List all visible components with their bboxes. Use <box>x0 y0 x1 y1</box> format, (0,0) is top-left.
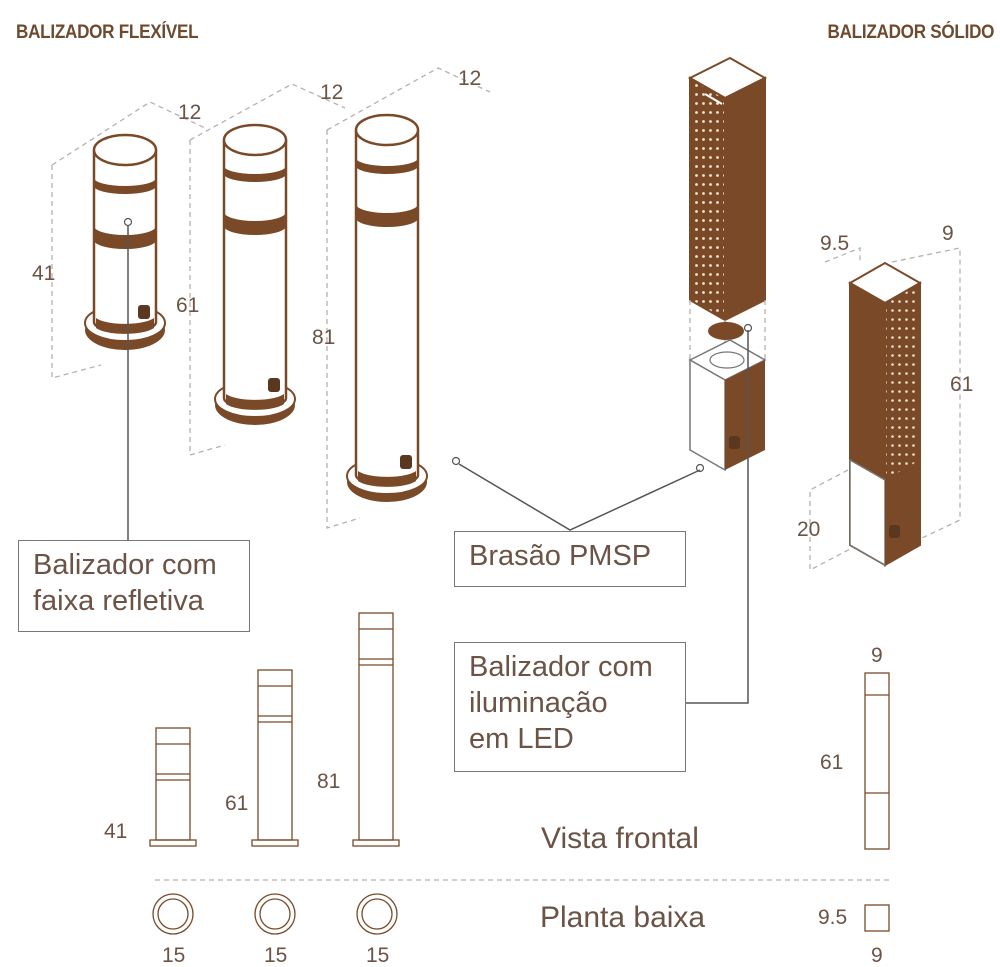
crest-icon <box>138 305 150 319</box>
solid-width-label: 9 <box>942 222 954 245</box>
callout-led: Balizador com iluminação em LED <box>454 642 686 772</box>
front-large-height: 81 <box>317 770 340 793</box>
plan-solid-width: 9 <box>871 944 883 967</box>
leader-lines <box>127 226 749 704</box>
crest-icon <box>268 378 280 392</box>
callout-led-line3: em LED <box>469 723 574 755</box>
flex-bollard-large: 12 81 <box>312 67 491 529</box>
plan-medium-diameter: 15 <box>264 944 287 967</box>
solid-bollard-exploded <box>687 56 768 473</box>
plan-small-diameter: 15 <box>162 944 185 967</box>
front-small-height: 41 <box>104 820 127 843</box>
solid-depth-label: 9.5 <box>820 232 849 255</box>
callout-reflective-line2: faixa refletiva <box>33 585 204 617</box>
callout-led-line2: iluminação <box>469 687 608 719</box>
crest-icon <box>889 525 900 538</box>
front-solid-height: 61 <box>820 751 843 774</box>
plan-view-label: Planta baixa <box>540 901 706 934</box>
flex-small-width-label: 12 <box>178 101 201 124</box>
flex-bollard-small: 12 41 <box>32 101 206 379</box>
callout-reflective-line1: Balizador com <box>33 549 217 581</box>
flex-large-height-label: 81 <box>312 326 335 349</box>
flex-bollard-medium: 12 61 <box>176 81 346 456</box>
flex-medium-width-label: 12 <box>320 81 343 104</box>
callout-crest: Brasão PMSP <box>454 531 686 587</box>
front-view-label: Vista frontal <box>541 822 699 855</box>
flexible-bollard-title: BALIZADOR FLEXÍVEL <box>16 22 199 43</box>
solid-bollard-assembled: 9.5 9 61 20 <box>797 222 973 572</box>
flex-large-width-label: 12 <box>458 67 481 90</box>
front-solid-width: 9 <box>871 644 883 667</box>
crest-icon <box>729 436 740 449</box>
flex-medium-height-label: 61 <box>176 294 199 317</box>
callout-crest-text: Brasão PMSP <box>469 540 652 572</box>
solid-bollard-title: BALIZADOR SÓLIDO <box>827 22 994 43</box>
callout-reflective-band: Balizador com faixa refletiva <box>18 540 250 632</box>
front-medium-height: 61 <box>225 792 248 815</box>
plan-large-diameter: 15 <box>366 944 389 967</box>
solid-height-label: 61 <box>950 373 973 396</box>
callout-led-line1: Balizador com <box>469 651 653 683</box>
front-view <box>149 612 890 850</box>
flex-small-height-label: 41 <box>32 262 55 285</box>
plan-solid-depth: 9.5 <box>818 906 847 929</box>
solid-base-label: 20 <box>797 518 820 541</box>
crest-icon <box>400 455 412 469</box>
plan-view <box>152 893 890 935</box>
